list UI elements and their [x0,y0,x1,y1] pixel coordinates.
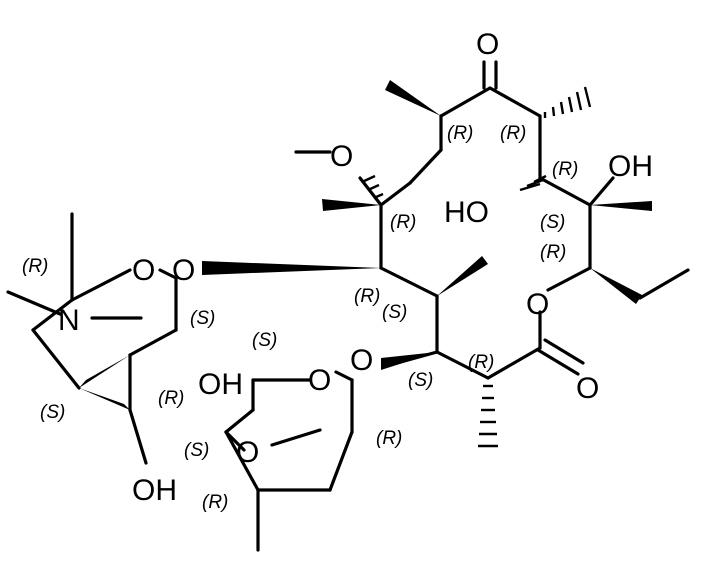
bond-lines [6,60,690,552]
stereo-c4: (R) [390,212,416,233]
stereo-c6: (R) [540,242,566,263]
cladinose-methoxy-oxygen: O [236,436,259,469]
nitrogen-atom: N [58,304,80,337]
stereo-c13: (R) [468,352,494,373]
cladinose-ring-oxygen: O [308,364,331,397]
cladinose-hydroxyl: OH [198,368,243,401]
stereo-c17: (R) [202,492,228,513]
stereo-c12: (S) [408,370,433,391]
stereo-c14: (S) [40,402,65,423]
c11-hydroxyl: OH [608,150,653,183]
glycosidic-oxygen-lower: O [350,344,373,377]
stereo-c16: (S) [184,440,209,461]
stereo-c5: (S) [540,212,565,233]
stereo-c7: (R) [22,256,48,277]
atom-labels: O O OH HO O O N O O O O OH O OH [58,28,653,507]
stereo-c10: (S) [252,330,277,351]
desosamine-ring-oxygen: O [132,254,155,287]
stereo-c11: (R) [354,286,380,307]
glycosidic-oxygen-upper: O [172,254,195,287]
stereo-c3: (R) [552,159,578,180]
hashed-bonds [361,86,592,448]
ketone-oxygen: O [476,28,499,61]
desosamine-hydroxyl: OH [132,474,177,507]
lactone-carbonyl-oxygen: O [576,372,599,405]
lactone-ring-oxygen: O [526,288,549,321]
stereo-labels: (R) (R) (R) (R) (S) (R) (R) (S) (S) (S) … [22,123,578,513]
methoxy-oxygen: O [330,140,353,173]
stereo-c15: (R) [158,388,184,409]
stereo-c8: (S) [190,308,215,329]
stereo-c9: (S) [382,302,407,323]
c12-hydroxyl: HO [444,196,489,229]
stereo-c1: (R) [447,123,473,144]
wedge-bonds [79,80,652,410]
stereo-c2: (R) [500,123,526,144]
stereo-c18: (R) [376,428,402,449]
